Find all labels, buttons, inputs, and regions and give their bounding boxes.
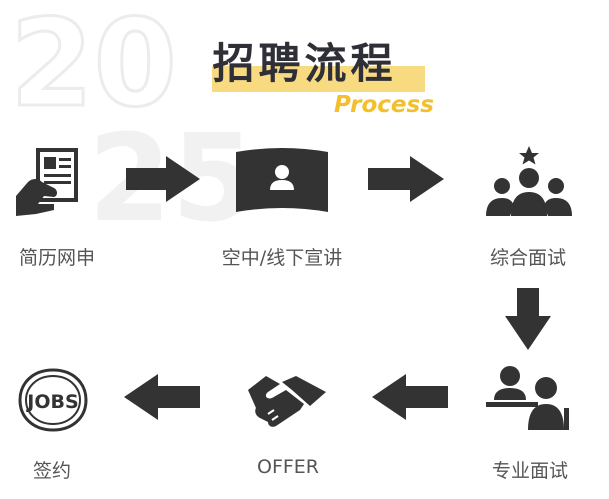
- step-label-sign: 签约: [32, 460, 71, 482]
- step-label-professional-interview: 专业面试: [491, 460, 568, 482]
- title-highlight-bar: [212, 66, 425, 92]
- handshake-icon: [246, 370, 328, 430]
- step-label-offer: OFFER: [256, 456, 320, 478]
- resume-hand-icon: [14, 148, 92, 220]
- page-title: 招聘流程: [212, 39, 397, 88]
- svg-text:JOBS: JOBS: [25, 391, 78, 413]
- presentation-screen-icon: [234, 148, 330, 214]
- step-label-presentation: 空中/线下宣讲: [221, 247, 343, 269]
- title-block: 招聘流程 Process: [0, 0, 609, 130]
- arrow-right-icon: [368, 156, 444, 202]
- group-interview-icon: [482, 146, 576, 218]
- page-subtitle: Process: [334, 92, 434, 118]
- jobs-badge-icon: JOBS: [16, 366, 90, 434]
- interviewer-candidate-icon: [484, 364, 580, 434]
- step-label-group-interview: 综合面试: [489, 247, 566, 269]
- arrow-down-icon: [505, 288, 551, 350]
- arrow-left-icon: [124, 374, 200, 420]
- step-label-resume: 简历网申: [18, 247, 95, 269]
- svg-text:20: 20: [10, 0, 177, 134]
- arrow-left-icon: [372, 374, 448, 420]
- arrow-right-icon: [126, 156, 200, 202]
